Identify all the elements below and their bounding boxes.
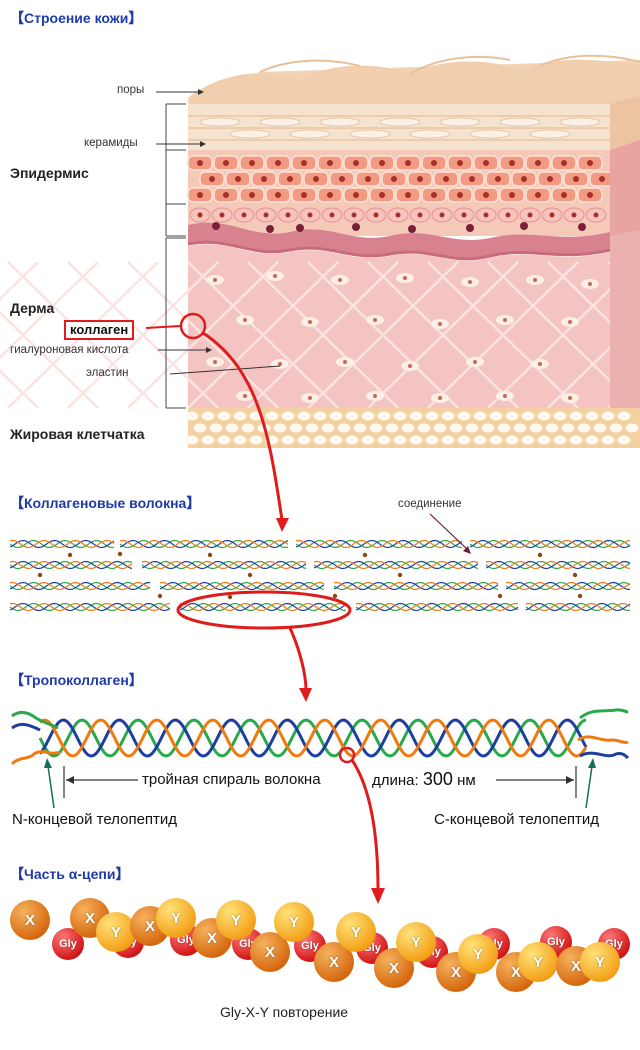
tropocollagen-section-title: 【Тропоколлаген】 [10,672,143,688]
label-length: длина: 300 нм [370,769,478,790]
alpha-chain-section-title: 【Часть α-цепи】 [10,866,130,882]
y-bead: Y [96,912,136,952]
x-bead: X [10,900,50,940]
label-elastin: эластин [86,367,129,379]
skin-section-title: 【Строение кожи】 [10,10,143,26]
y-bead: Y [274,902,314,942]
fibers-section-title: 【Коллагеновые волокна】 [10,495,201,511]
y-bead: Y [518,942,558,982]
x-bead: X [192,918,232,958]
label-n-terminal: N-концевой телопептид [12,811,178,828]
label-epidermis: Эпидермис [10,165,89,181]
y-bead: Y [336,912,376,952]
label-collagen: коллаген [64,320,135,340]
label-gly-x-y-repeat: Gly-X-Y повторение [220,1004,349,1020]
y-bead: Y [156,898,196,938]
label-helix: тройная спираль волокна [140,771,323,788]
y-bead: Y [216,900,256,940]
length-text: длина: [372,772,419,789]
label-fat-tissue: Жировая клетчатка [10,426,145,442]
y-bead: Y [458,934,498,974]
length-unit: нм [457,772,476,789]
length-value: 300 [422,769,453,789]
label-c-terminal: C-концевой телопептид [434,811,600,828]
y-bead: Y [580,942,620,982]
label-ceramides: керамиды [84,137,138,149]
label-pores: поры [117,84,145,96]
label-junction: соединение [398,498,462,510]
y-bead: Y [396,922,436,962]
label-hyaluronic-acid: гиалуроновая кислота [10,344,129,356]
label-dermis: Дерма [10,300,55,316]
